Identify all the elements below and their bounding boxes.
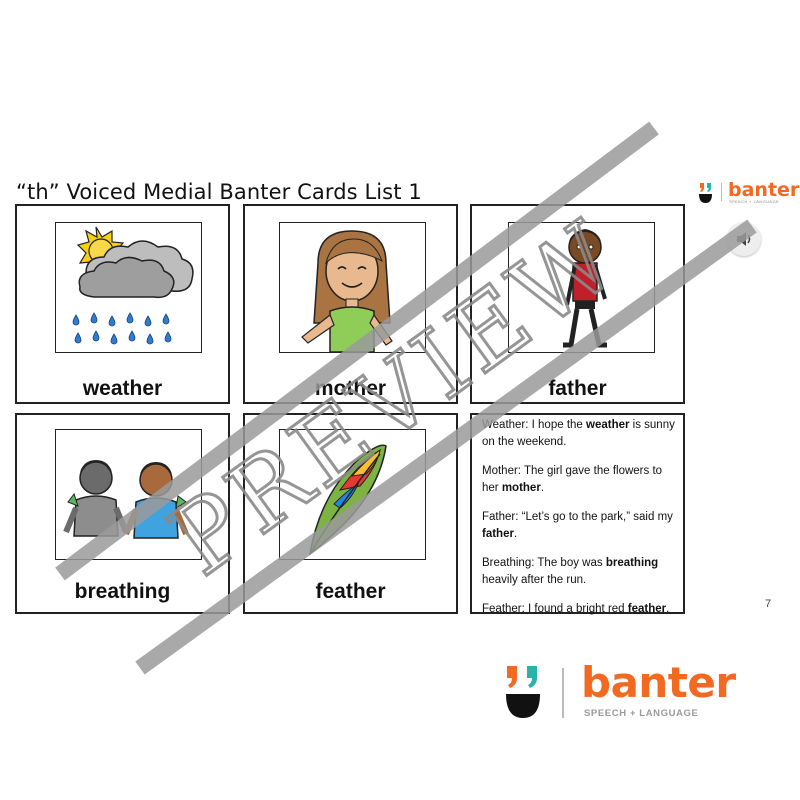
card-breathing-label: breathing: [74, 580, 171, 603]
banter-logo-tagline: SPEECH + LANGUAGE: [729, 199, 780, 204]
card-breathing: breathing: [15, 413, 230, 614]
card-weather-label: weather: [82, 377, 163, 400]
sentence-weather: Weather: I hope the weather is sunny on …: [482, 419, 675, 448]
card-mother-picture: [279, 222, 426, 353]
card-weather-picture: [55, 222, 202, 353]
card-feather: feather: [243, 413, 458, 614]
sentence-mother: Mother: The girl gave the flowers to her…: [482, 465, 663, 494]
banter-logo-small: banter SPEECH + LANGUAGE: [698, 179, 799, 205]
card-breathing-picture: [55, 429, 202, 560]
banter-logo-word: banter: [581, 658, 736, 707]
sentence-breathing: Breathing: The boy was breathing heavily…: [482, 557, 659, 586]
card-mother: mother: [243, 204, 458, 404]
card-father-label: father: [548, 377, 607, 400]
banter-logo-mark-icon: [506, 666, 540, 718]
speaker-icon: [737, 232, 751, 246]
card-feather-label: feather: [315, 580, 386, 603]
banter-logo-word: banter: [728, 179, 800, 201]
card-feather-picture: [279, 429, 426, 560]
page-title: “th” Voiced Medial Banter Cards List 1: [16, 180, 422, 204]
card-father: father: [470, 204, 685, 404]
audio-button[interactable]: [727, 222, 761, 256]
card-weather: weather: [15, 204, 230, 404]
card-father-picture: [508, 222, 655, 353]
breathing-boys-icon: [63, 460, 189, 539]
sentence-father: Father: “Let’s go to the park,” said my …: [482, 511, 673, 540]
rain-cloud-sun-icon: [72, 226, 194, 345]
girl-icon: [301, 230, 393, 352]
banter-logo-tagline: SPEECH + LANGUAGE: [584, 708, 699, 719]
feather-icon: [308, 444, 387, 556]
card-mother-label: mother: [314, 377, 387, 400]
man-icon: [563, 229, 607, 348]
sentence-feather: Feather: I found a bright red feather.: [482, 603, 670, 615]
banter-logo-large: banter SPEECH + LANGUAGE: [505, 658, 736, 724]
sentence-card: Weather: I hope the weather is sunny on …: [470, 413, 685, 615]
banter-logo-mark-icon: [699, 183, 712, 203]
page-number: 7: [765, 598, 772, 610]
